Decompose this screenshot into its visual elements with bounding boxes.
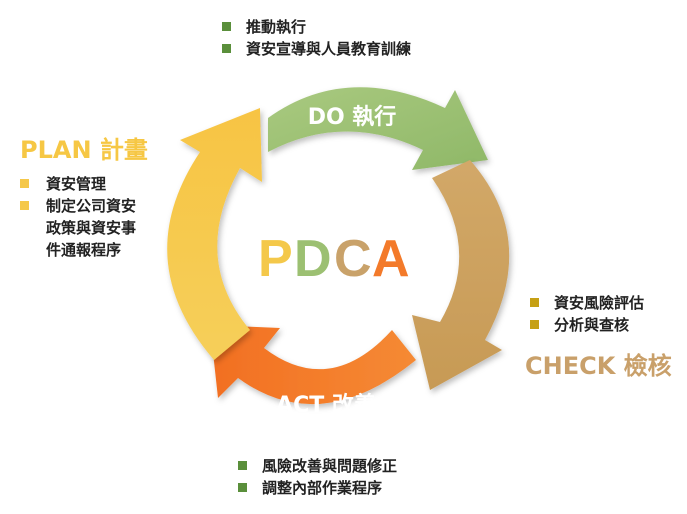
plan-title: PLAN 計畫	[20, 136, 148, 164]
center-letter-c: C	[334, 230, 372, 288]
do-items-list: 推動執行 資安宣導與人員教育訓練	[220, 16, 411, 60]
bullet-square-icon	[530, 320, 539, 329]
act-arrow	[210, 325, 416, 405]
act-items-list: 風險改善與問題修正 調整內部作業程序	[236, 455, 397, 499]
plan-item-text: 制定公司資安政策與資安事件通報程序	[46, 197, 137, 259]
do-item: 資安宣導與人員教育訓練	[220, 38, 411, 60]
center-letter-a: A	[372, 230, 410, 288]
check-item: 分析與查核	[528, 314, 644, 336]
check-items-list: 資安風險評估 分析與查核	[528, 292, 644, 336]
bullet-square-icon	[238, 461, 247, 470]
do-item-text: 資安宣導與人員教育訓練	[246, 40, 412, 58]
plan-item-text: 資安管理	[46, 175, 107, 193]
bullet-square-icon	[238, 483, 247, 492]
plan-item: 資安管理	[18, 173, 146, 195]
check-item-text: 資安風險評估	[554, 294, 645, 312]
do-item: 推動執行	[220, 16, 411, 38]
plan-arrow	[167, 108, 262, 360]
bullet-square-icon	[20, 201, 29, 210]
bullet-square-icon	[530, 298, 539, 307]
do-item-text: 推動執行	[246, 18, 307, 36]
act-item: 調整內部作業程序	[236, 477, 397, 499]
act-item-text: 風險改善與問題修正	[262, 457, 398, 475]
center-pdca-label: P D C A	[258, 230, 410, 288]
check-arrow	[412, 160, 510, 390]
center-letter-d: D	[294, 230, 332, 288]
plan-item: 制定公司資安政策與資安事件通報程序	[18, 195, 146, 261]
bullet-square-icon	[222, 44, 231, 53]
bullet-square-icon	[222, 22, 231, 31]
do-arrow	[268, 87, 488, 170]
act-arrow-label: ACT 改善	[276, 392, 376, 418]
plan-items-list: 資安管理 制定公司資安政策與資安事件通報程序	[18, 173, 146, 261]
act-item: 風險改善與問題修正	[236, 455, 397, 477]
center-letter-p: P	[258, 230, 293, 288]
bullet-square-icon	[20, 179, 29, 188]
check-title: CHECK 檢核	[525, 352, 672, 380]
do-arrow-label: DO 執行	[308, 104, 397, 130]
check-item: 資安風險評估	[528, 292, 644, 314]
check-item-text: 分析與查核	[554, 316, 630, 334]
act-item-text: 調整內部作業程序	[262, 479, 383, 497]
